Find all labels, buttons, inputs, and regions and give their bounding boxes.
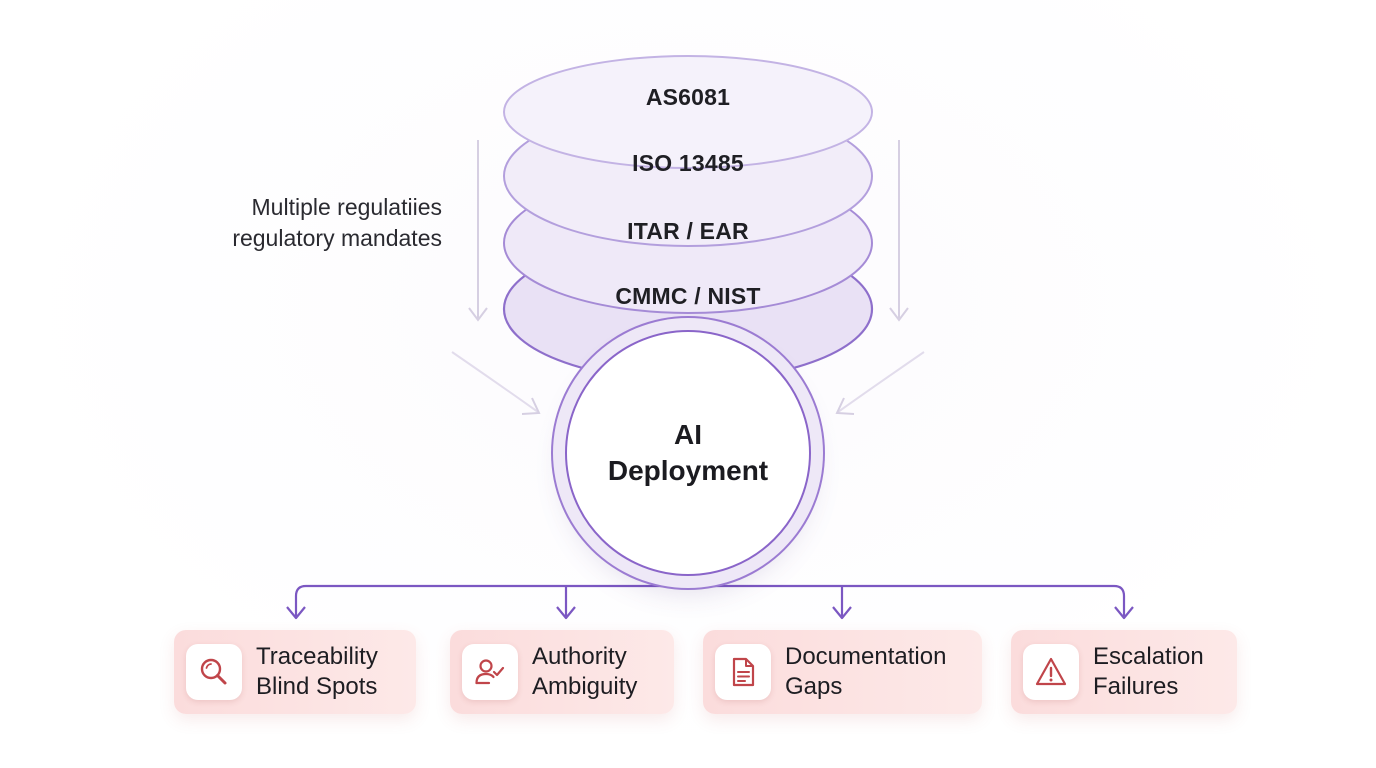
layer-label-itar-ear: ITAR / EAR (627, 218, 749, 244)
issue-label-documentation: Documentation Gaps (785, 642, 946, 702)
issue-card-traceability: Traceability Blind Spots (174, 630, 416, 714)
layer-label-cmmc-nist: CMMC / NIST (615, 283, 761, 309)
side-note-line-2: regulatory mandates (232, 225, 442, 251)
issue-label-traceability: Traceability Blind Spots (256, 642, 378, 702)
issue-line-1: Authority (532, 643, 627, 670)
issue-card-documentation: Documentation Gaps (703, 630, 982, 714)
issue-line-2: Blind Spots (256, 673, 378, 700)
core-title-line-2: Deployment (607, 455, 769, 486)
incoming-arrow-left-diagonal (451, 351, 541, 415)
incoming-arrow-right-diagonal (835, 351, 925, 415)
issue-label-authority: Authority Ambiguity (532, 642, 637, 702)
core-title: AI Deployment (608, 417, 768, 489)
layer-label-as6081: AS6081 (645, 84, 731, 110)
ai-deployment-core: AI Deployment (565, 330, 811, 576)
issue-line-1: Escalation (1093, 643, 1204, 670)
issue-line-2: Ambiguity (532, 673, 638, 700)
issue-label-escalation: Escalation Failures (1093, 642, 1204, 702)
issue-card-authority: Authority Ambiguity (450, 630, 674, 714)
issue-card-escalation: Escalation Failures (1011, 630, 1237, 714)
outgoing-connectors (286, 572, 1134, 620)
warning-triangle-icon (1023, 644, 1079, 700)
layer-disc-as6081 (503, 55, 873, 169)
core-title-line-1: AI (674, 419, 702, 450)
user-check-icon (462, 644, 518, 700)
issue-line-2: Gaps (785, 673, 843, 700)
incoming-arrow-right-vertical (889, 140, 909, 322)
issue-line-2: Failures (1093, 673, 1179, 700)
document-icon (715, 644, 771, 700)
side-note-line-1: Multiple regulatiies (251, 194, 442, 220)
regulatory-mandates-note: Multiple regulatiies regulatory mandates (150, 192, 442, 254)
magnifier-icon (186, 644, 242, 700)
incoming-arrow-left-vertical (468, 140, 488, 322)
issue-line-1: Documentation (785, 643, 947, 670)
issue-line-1: Traceability (256, 643, 378, 670)
layer-label-iso-13485: ISO 13485 (632, 150, 744, 176)
